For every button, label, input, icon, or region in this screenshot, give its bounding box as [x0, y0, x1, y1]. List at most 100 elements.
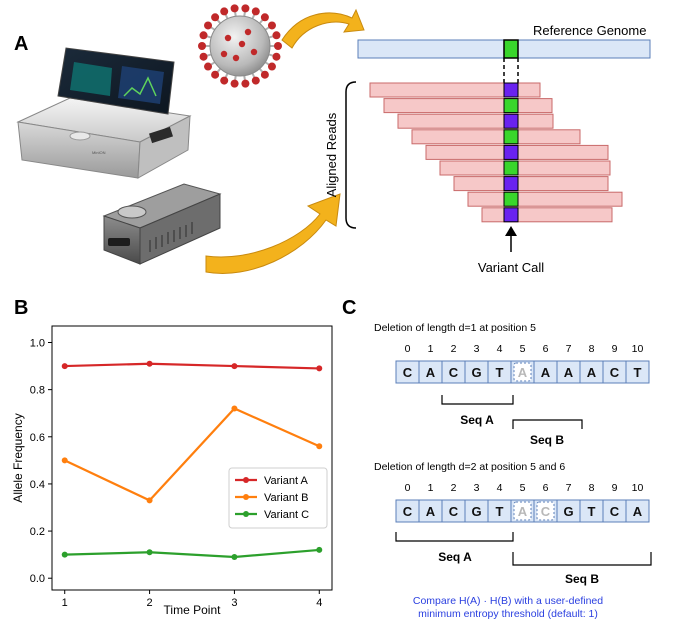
position-index: 1: [428, 482, 434, 494]
read-bar: [369, 82, 541, 98]
virus-spike-tip: [220, 7, 229, 16]
data-point: [231, 363, 238, 370]
virus-spike-tip: [220, 50, 228, 58]
example2-seq-a-label: Seq A: [438, 550, 472, 564]
virus-to-reference-arrow: [281, 8, 365, 49]
variant-base-cell: [503, 144, 519, 160]
data-point: [61, 551, 68, 558]
virus-spike-tip: [241, 79, 250, 88]
data-point: [316, 546, 323, 553]
x-tick-label: 2: [147, 597, 153, 609]
virus-spike-tip: [260, 13, 269, 22]
legend-marker: [243, 477, 249, 483]
position-index: 3: [474, 343, 480, 355]
read-bar: [453, 176, 609, 192]
virus-spike-tip: [230, 79, 239, 88]
virus-spike-tip: [211, 70, 220, 79]
virus-spike-tip: [272, 31, 281, 40]
x-tick-label: 3: [231, 597, 237, 609]
y-tick-label: 0.0: [30, 573, 45, 585]
legend-marker: [243, 494, 249, 500]
data-point: [146, 497, 153, 504]
panel-b-label: B: [14, 297, 28, 319]
virus-spike-tip: [211, 13, 220, 22]
x-tick-label: 4: [316, 597, 322, 609]
aligned-reads-label: Aligned Reads: [324, 112, 339, 197]
virus-spike-tip: [204, 62, 213, 71]
virus-spike-tip: [267, 21, 276, 30]
data-point: [146, 549, 153, 556]
example1-seq-a-bracket: [441, 395, 514, 405]
base-letter: C: [403, 504, 413, 519]
base-letter: T: [634, 365, 642, 380]
base-letter: C: [403, 365, 413, 380]
deleted-base: C: [541, 504, 551, 519]
base-letter: C: [449, 365, 459, 380]
x-ticks: 1 2 3 4: [62, 590, 322, 609]
virus-spike-tip: [232, 54, 240, 62]
virus-spike-tip: [224, 34, 232, 42]
entropy-note-line1: Compare H(A) · H(B) with a user-defined: [413, 595, 603, 607]
virus-spike-tip: [198, 42, 206, 50]
series-line: [64, 362, 320, 370]
base-letter: G: [471, 365, 481, 380]
example1-seq-b-label: Seq B: [530, 433, 564, 447]
virus-spike-tip: [230, 4, 239, 13]
x-axis-label: Time Point: [164, 603, 222, 617]
deleted-base-cell: [513, 501, 532, 521]
position-index: 2: [451, 482, 457, 494]
virus-spike-tip: [251, 76, 260, 85]
reference-base: [503, 39, 519, 59]
deleted-base: A: [518, 365, 528, 380]
y-tick-label: 0.2: [30, 526, 45, 538]
base-letter: C: [449, 504, 459, 519]
variant-base-cell: [503, 207, 519, 223]
base-letter: G: [563, 504, 573, 519]
position-index: 4: [497, 482, 503, 494]
example1-seq-a-label: Seq A: [460, 413, 494, 427]
position-index: 4: [497, 343, 503, 355]
base-letter: C: [610, 365, 620, 380]
read-bar: [481, 207, 613, 223]
y-ticks: 0.00.20.40.60.81.0: [30, 338, 52, 585]
series-line: [64, 407, 320, 502]
base-letter: T: [496, 365, 504, 380]
virus-spike-tip: [204, 21, 213, 30]
base-letter: G: [471, 504, 481, 519]
virus-spike-tip: [238, 40, 246, 48]
sequencer-device-icon: MinION: [16, 47, 192, 179]
position-index: 3: [474, 482, 480, 494]
reference-base-cell: [503, 160, 519, 176]
y-tick-label: 0.8: [30, 385, 45, 397]
y-tick-label: 0.6: [30, 432, 45, 444]
data-point: [61, 457, 68, 464]
reference-base-cell: [503, 98, 519, 114]
base-letter: A: [426, 504, 436, 519]
aligned-reads: [369, 82, 623, 223]
x-tick-label: 1: [62, 597, 68, 609]
deleted-base: A: [518, 504, 528, 519]
example2-title: Deletion of length d=2 at position 5 and…: [374, 461, 565, 473]
virus-spike-tip: [250, 48, 258, 56]
y-tick-label: 1.0: [30, 338, 45, 350]
position-index: 5: [520, 482, 526, 494]
panel-a: A MinION: [14, 4, 651, 275]
data-point: [231, 554, 238, 560]
example2-seq-b-bracket: [512, 552, 652, 566]
base-letter: A: [564, 365, 574, 380]
position-index: 0: [405, 482, 411, 494]
position-index: 9: [612, 343, 618, 355]
virus-spike-tip: [251, 7, 260, 16]
virus-spike-tip: [272, 52, 281, 61]
variant-base-cell: [503, 113, 519, 129]
virus-spike-tip: [244, 28, 252, 36]
reference-base-cell: [503, 129, 519, 145]
data-point: [61, 363, 68, 370]
virus-spike-tip: [274, 42, 282, 50]
panel-c: C Deletion of length d=1 at position 5 0…: [342, 297, 652, 620]
